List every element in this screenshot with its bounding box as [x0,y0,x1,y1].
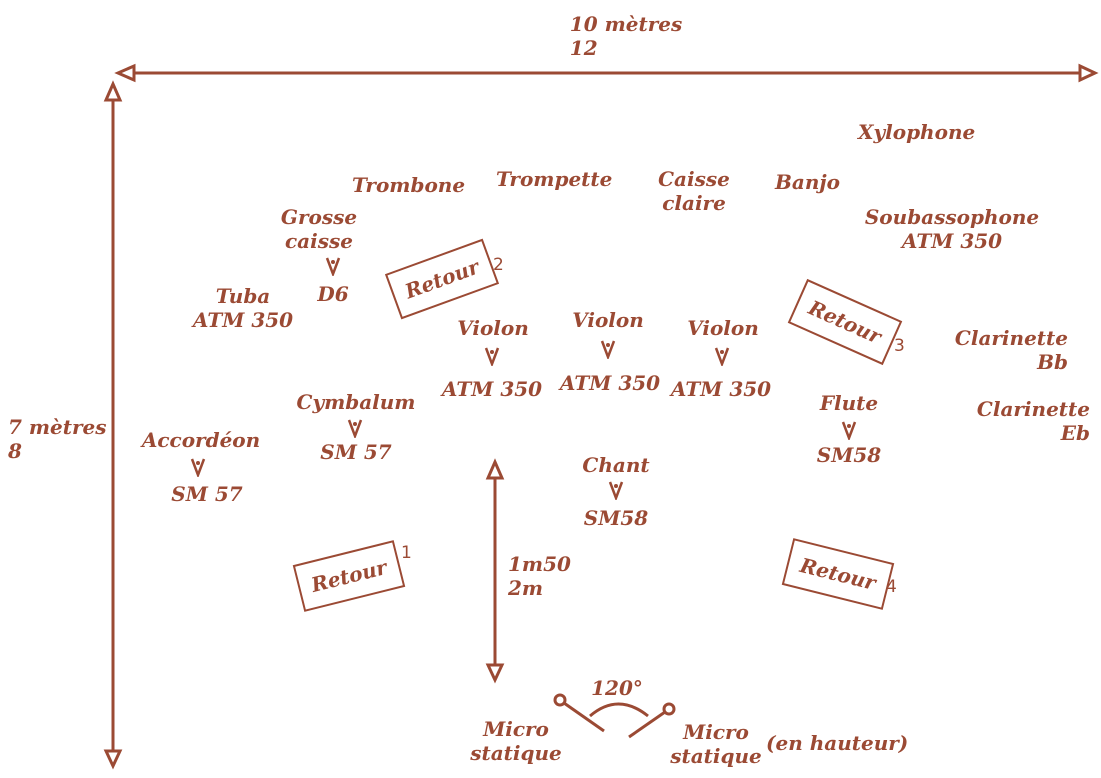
violon-2-label: Violon [572,308,644,332]
monitor-1-label: Retour [308,555,390,597]
trompette-label: Trompette [496,167,613,191]
grosse-caisse-label: Grosse caisse [280,205,358,253]
static-mics-icon [553,693,676,739]
tuba-label: Tuba ATM 350 [192,284,294,332]
caisse-claire-label: Caisse claire [658,167,730,215]
banjo-label: Banjo [775,170,840,194]
chant-mic-label: SM58 [583,506,649,530]
xylophone-label: Xylophone [858,120,976,144]
clarinette-bb-label: Clarinette Bb [954,326,1068,374]
monitor-2-number: 2 [493,255,504,275]
mic-icon [484,347,500,366]
static-mic-right-label: Micro statique [670,720,762,768]
mic-icon [190,458,206,477]
distance-label: 1m50 2m [508,552,571,600]
angle-label: 120° [591,676,643,700]
mic-icon [325,257,341,276]
cymbalum-mic-label: SM 57 [320,440,392,464]
trombone-label: Trombone [352,173,466,197]
mic-icon [600,340,616,359]
flute-mic-label: SM58 [816,443,882,467]
accordeon-label: Accordéon [141,428,261,452]
violon-1-label: Violon [457,316,529,340]
static-mic-left-label: Micro statique [470,717,562,765]
violon-3-mic-label: ATM 350 [670,377,772,401]
violon-2-mic-label: ATM 350 [559,371,661,395]
depth-label: 7 mètres 8 [8,415,107,463]
soubassophone-label: Soubassophone ATM 350 [864,205,1040,253]
clarinette-eb-label: Clarinette Eb [976,397,1090,445]
static-mic-height-note: (en hauteur) [766,731,909,755]
violon-3-label: Violon [687,316,759,340]
flute-label: Flute [819,391,879,415]
cymbalum-label: Cymbalum [296,390,416,414]
width-label: 10 mètres 12 [569,12,683,60]
mic-icon [841,421,857,440]
grosse-caisse-mic-label: D6 [317,282,349,306]
monitor-4-label: Retour [797,553,879,595]
accordeon-mic-label: SM 57 [171,482,243,506]
monitor-4-number: 4 [886,577,897,597]
monitor-3-number: 3 [894,336,905,356]
mic-icon [608,481,624,500]
chant-label: Chant [582,453,650,477]
monitor-1-number: 1 [401,543,412,563]
violon-1-mic-label: ATM 350 [441,377,543,401]
mic-icon [714,347,730,366]
mic-icon [347,419,363,438]
